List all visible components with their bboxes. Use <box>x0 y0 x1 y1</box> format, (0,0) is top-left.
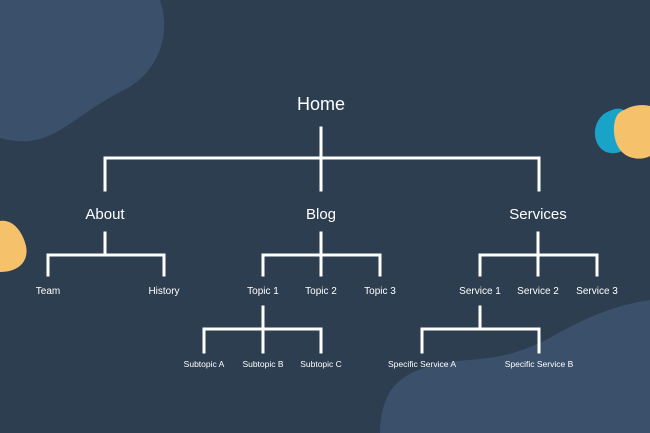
connector-about <box>46 231 166 277</box>
page-subtopic-a: Subtopic A <box>183 359 225 369</box>
page-history: History <box>148 286 180 297</box>
page-service-2: Service 2 <box>517 286 559 297</box>
page-specific-service-b: Specific Service B <box>504 359 574 369</box>
page-topic-1: Topic 1 <box>247 286 279 297</box>
section-services: Services <box>509 206 567 223</box>
connector-home <box>103 126 541 192</box>
blob-top-left <box>0 0 165 142</box>
page-team: Team <box>35 286 61 297</box>
connector-lines <box>46 126 599 354</box>
connector-topic-1 <box>202 305 323 354</box>
root-label: Home <box>296 94 346 114</box>
section-about: About <box>85 206 125 223</box>
page-topic-2: Topic 2 <box>305 286 337 297</box>
connector-blog <box>261 231 382 277</box>
page-subtopic-c: Subtopic C <box>300 359 342 369</box>
page-service-1: Service 1 <box>459 286 501 297</box>
connector-services <box>478 231 599 277</box>
blob-yellow-right <box>613 105 650 159</box>
page-service-3: Service 3 <box>576 286 618 297</box>
connector-service-1 <box>420 305 541 354</box>
blob-bottom-right <box>380 300 650 433</box>
section-blog: Blog <box>305 206 337 223</box>
page-specific-service-a: Specific Service A <box>387 359 457 369</box>
page-topic-3: Topic 3 <box>364 286 396 297</box>
blob-yellow-left <box>0 220 27 272</box>
page-subtopic-b: Subtopic B <box>242 359 284 369</box>
